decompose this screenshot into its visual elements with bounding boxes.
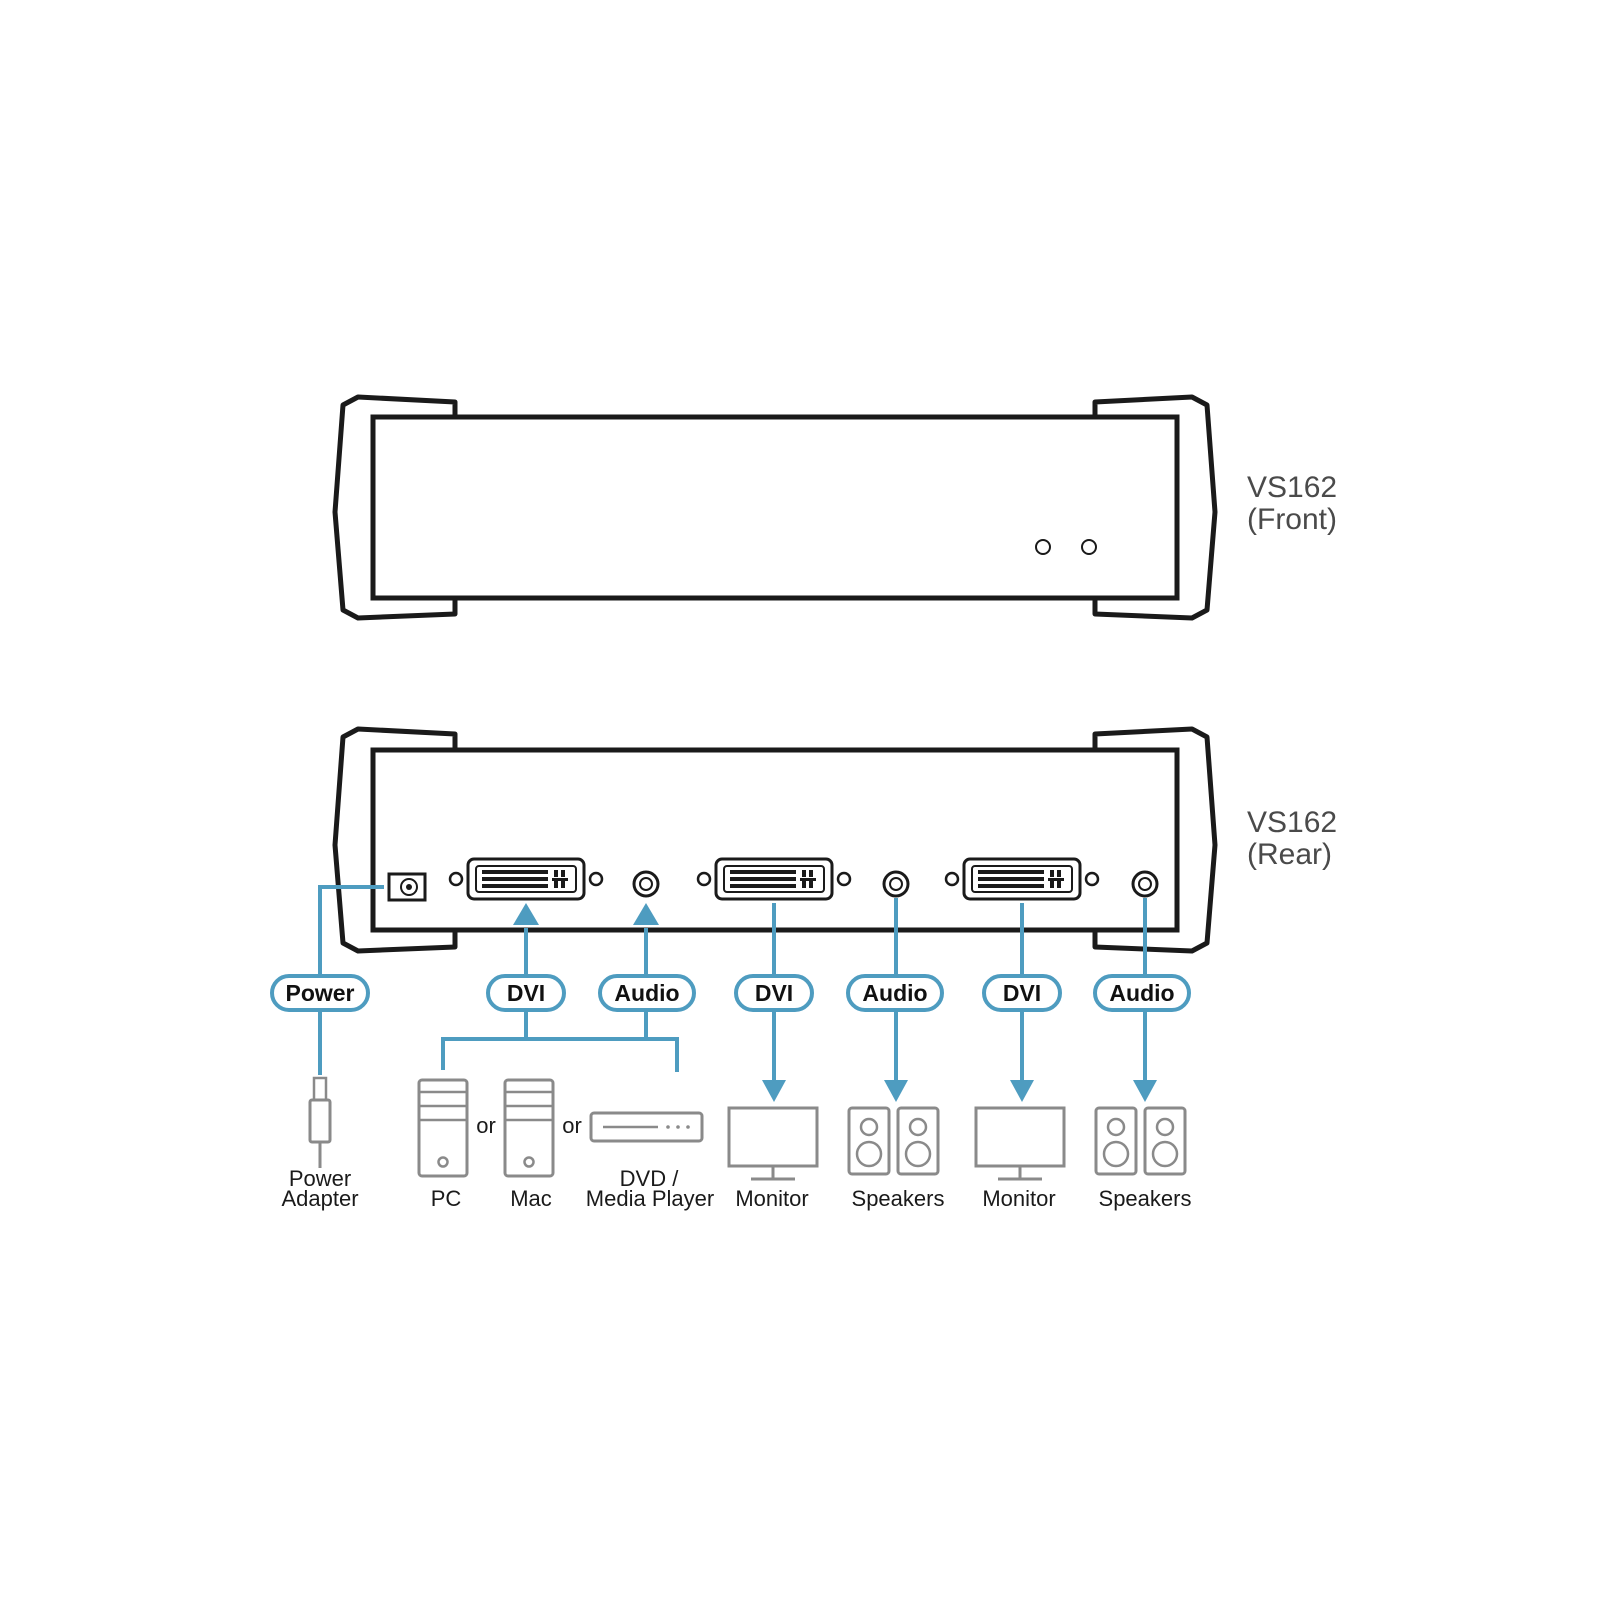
- or-label-2: or: [562, 1113, 582, 1138]
- speaker-2a-icon: [1094, 1106, 1138, 1176]
- speakers-2-label: Speakers: [1099, 1186, 1192, 1211]
- dvd-label-1: DVD /: [620, 1166, 680, 1191]
- power-adapter-label-1: Power: [289, 1166, 351, 1191]
- dvd-player-icon: [589, 1111, 704, 1143]
- dvi-out-2-port: [944, 857, 1100, 901]
- dvi-in-port: [448, 857, 604, 901]
- mac-icon: [503, 1078, 555, 1178]
- monitor-1-label: Monitor: [735, 1186, 808, 1211]
- pill-audio-out-1-label: Audio: [862, 980, 927, 1006]
- audio-out-1-jack: [882, 870, 910, 898]
- pill-dvi-out-2: DVI: [982, 974, 1062, 1012]
- power-adapter-icon: [308, 1076, 332, 1168]
- monitor-1-icon: [727, 1106, 819, 1181]
- pill-dvi-in-label: DVI: [507, 980, 545, 1006]
- front-led-2: [1081, 539, 1097, 555]
- speaker-1a-icon: [847, 1106, 891, 1176]
- audio-in-jack: [632, 870, 660, 898]
- power-adapter-label-2: Adapter: [281, 1186, 358, 1211]
- dvi-out-1-port: [696, 857, 852, 901]
- rear-view-label: (Rear): [1247, 838, 1332, 871]
- speakers-1-label: Speakers: [852, 1186, 945, 1211]
- arrowheads: [513, 903, 1157, 1102]
- pc-label: PC: [431, 1186, 462, 1211]
- pill-audio-in: Audio: [598, 974, 696, 1012]
- monitor-2-icon: [974, 1106, 1066, 1181]
- pc-icon: [417, 1078, 469, 1178]
- front-led-1: [1035, 539, 1051, 555]
- rear-model-label: VS162: [1247, 806, 1337, 839]
- or-label-1: or: [476, 1113, 496, 1138]
- pill-audio-in-label: Audio: [614, 980, 679, 1006]
- pill-dvi-out-1-label: DVI: [755, 980, 793, 1006]
- speaker-2b-icon: [1143, 1106, 1187, 1176]
- pill-audio-out-2-label: Audio: [1109, 980, 1174, 1006]
- power-port: [387, 872, 427, 902]
- pill-power-label: Power: [285, 980, 354, 1006]
- monitor-2-label: Monitor: [982, 1186, 1055, 1211]
- pill-audio-out-1: Audio: [846, 974, 944, 1012]
- speaker-1b-icon: [896, 1106, 940, 1176]
- front-model-label: VS162: [1247, 471, 1337, 504]
- mac-label: Mac: [510, 1186, 552, 1211]
- audio-out-2-jack: [1131, 870, 1159, 898]
- pill-dvi-out-2-label: DVI: [1003, 980, 1041, 1006]
- front-unit: [332, 394, 1218, 621]
- pill-audio-out-2: Audio: [1093, 974, 1191, 1012]
- front-view-label: (Front): [1247, 503, 1337, 536]
- rear-unit: [332, 726, 1218, 954]
- pill-power: Power: [270, 974, 370, 1012]
- dvd-label-2: Media Player: [586, 1186, 714, 1211]
- pill-dvi-in: DVI: [486, 974, 566, 1012]
- pill-dvi-out-1: DVI: [734, 974, 814, 1012]
